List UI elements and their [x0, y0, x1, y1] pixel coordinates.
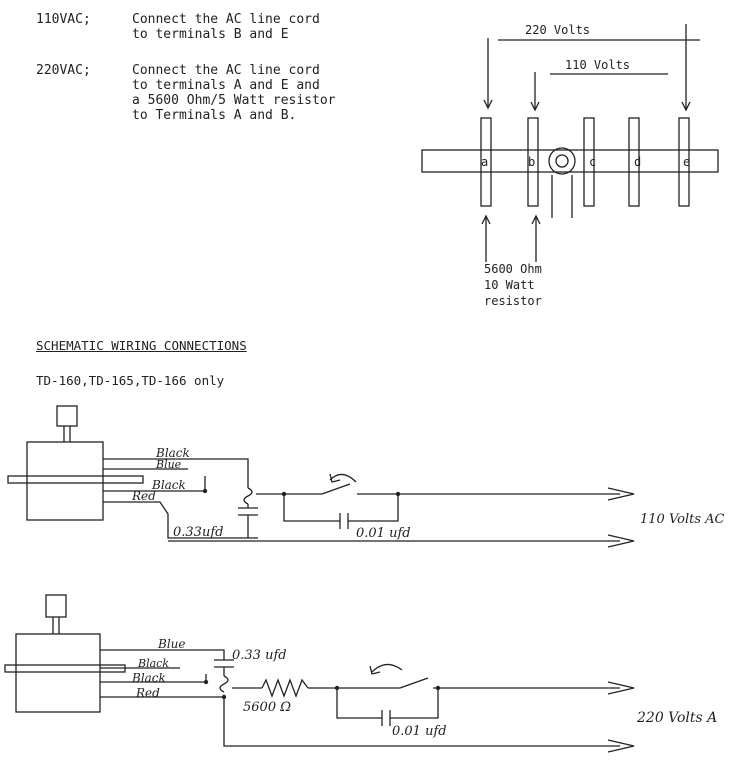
terminal-tab-c	[583, 117, 595, 207]
wire-label-black-220: Black	[131, 671, 166, 685]
switch-curve-220	[371, 663, 403, 673]
circuit-220	[4, 594, 635, 753]
terminal-label-c: c	[589, 155, 596, 169]
terminal-tab-b	[527, 117, 539, 207]
instruction-220-voltage: 220VAC;	[36, 63, 91, 78]
wire-label-black-top-220: Black	[137, 657, 169, 670]
parallel-cap-left-220	[336, 688, 382, 719]
resistor-arrow-a-head	[481, 214, 491, 225]
wire-blue-220	[100, 649, 225, 660]
wire-red-220	[100, 696, 620, 747]
output-arrow-top-220	[607, 681, 635, 695]
motor-knob-220	[45, 594, 67, 618]
terminal-tab-e	[678, 117, 690, 207]
resistor-arrow-b-head	[531, 214, 541, 225]
switch-arm-110	[321, 483, 351, 495]
terminal-strip	[421, 24, 719, 262]
mounting-hole	[548, 147, 576, 175]
cap-label-110: 0.33ufd	[173, 525, 223, 540]
dot-110-b	[281, 491, 287, 497]
resistor-220	[261, 678, 309, 698]
switch-arm-220	[399, 677, 429, 689]
output-arrow-top-110	[607, 487, 635, 501]
parallel-cap-left-110	[283, 494, 340, 522]
instruction-110-text: Connect the AC line cord to terminals B …	[132, 12, 320, 42]
wire-label-red-220: Red	[135, 686, 160, 700]
terminal-tab-a	[480, 117, 492, 207]
schematic-heading: SCHEMATIC WIRING CONNECTIONS	[36, 338, 247, 353]
terminal-tab-d	[628, 117, 640, 207]
dot-220-a	[203, 679, 209, 685]
arrow-e-head	[681, 101, 691, 112]
switch-cap-label-220: 0.01 ufd	[392, 724, 447, 739]
output-label-220: 220 Volts A	[636, 710, 717, 726]
terminal-bar	[421, 149, 719, 173]
wire-red-110	[103, 501, 238, 539]
parallel-cap-right-220	[390, 688, 439, 719]
terminal-label-d: d	[634, 155, 641, 169]
terminal-label-a: a	[481, 155, 488, 169]
terminal-label-e: e	[683, 155, 690, 169]
dot-220-d	[435, 685, 441, 691]
resistor-label-220: 5600 Ω	[243, 700, 291, 715]
terminal-label-b: b	[528, 155, 535, 169]
mounting-hole-inner	[555, 154, 569, 168]
wire-label-black-110: Black	[151, 478, 186, 492]
resistor-note-line-1: 5600 Ohm	[484, 262, 542, 276]
dot-110-c	[395, 491, 401, 497]
wire-label-blue-220: Blue	[157, 637, 186, 651]
instruction-220-text: Connect the AC line cord to terminals A …	[132, 63, 336, 123]
wire-black-top-110	[103, 458, 249, 488]
dot-110-a	[202, 488, 208, 494]
output-arrow-bottom-220	[607, 739, 635, 753]
resistor-note-line-2: 10 Watt	[484, 278, 535, 292]
motor-knob-110	[56, 405, 78, 427]
output-arrow-bottom-110	[607, 534, 635, 548]
parallel-cap-right-110	[348, 494, 399, 522]
switch-arrowhead-110	[329, 473, 341, 483]
switch-curve-110	[329, 473, 357, 483]
wire-label-blue-110: Blue	[155, 458, 182, 471]
circuit-110	[7, 405, 635, 548]
junction-dots	[202, 488, 441, 700]
range-220-label: 220 Volts	[525, 23, 590, 37]
junction-coil-220	[219, 675, 229, 693]
wire-label-black-top-110: Black	[155, 446, 190, 460]
switch-arrowhead-220	[369, 665, 381, 675]
cap-label-220: 0.33 ufd	[232, 648, 287, 663]
mounting-plate-110	[7, 475, 144, 484]
range-110-label: 110 Volts	[565, 58, 630, 72]
dot-220-b	[221, 694, 227, 700]
output-label-110: 110 Volts AC	[640, 512, 725, 527]
motor-body-110	[26, 441, 104, 521]
arrow-b-head	[530, 101, 540, 112]
junction-coil-110	[243, 487, 253, 505]
wire-label-red-110: Red	[131, 489, 156, 503]
resistor-note-line-3: resistor	[484, 294, 542, 308]
motor-body-220	[15, 633, 101, 713]
models-note: TD-160,TD-165,TD-166 only	[36, 373, 225, 388]
arrow-a-head	[483, 99, 493, 110]
dot-220-c	[334, 685, 340, 691]
instruction-110-voltage: 110VAC;	[36, 12, 91, 27]
switch-cap-label-110: 0.01 ufd	[356, 526, 411, 541]
